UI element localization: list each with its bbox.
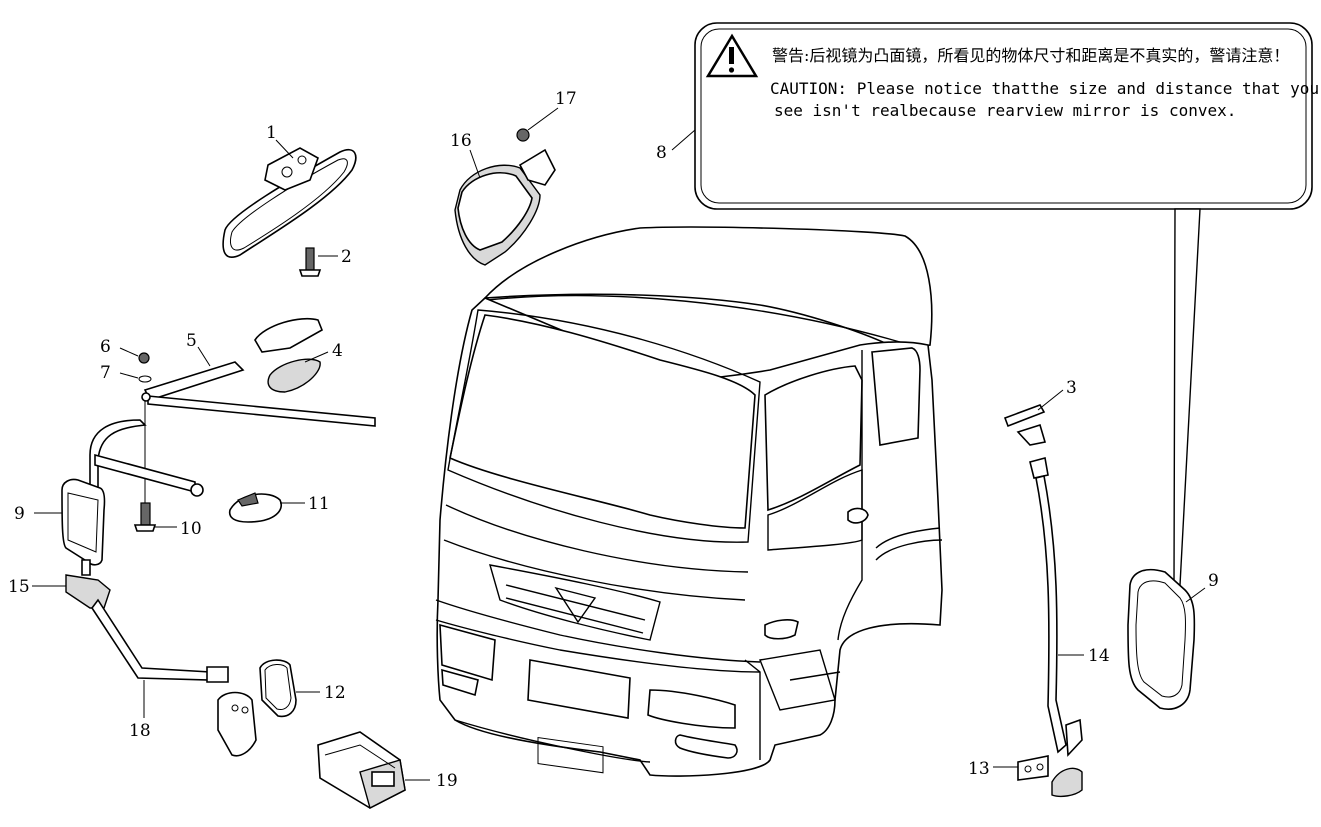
brand-logo-icon: [554, 586, 597, 624]
gasket-12: [259, 659, 297, 718]
warning-english-line2: see isn't realbecause rearview mirror is…: [774, 101, 1236, 120]
cover-11: [228, 492, 282, 523]
callout-6: 6: [100, 337, 111, 357]
mirror-bracket-assembly: [138, 317, 376, 505]
warning-label: 警告:后视镜为凸面镜，所看见的物体尺寸和距离是不真实的，警请注意！ CAUTIO…: [694, 22, 1319, 586]
callout-9-left: 9: [14, 504, 25, 524]
callout-12: 12: [324, 683, 346, 703]
callout-14: 14: [1088, 646, 1110, 666]
callout-17: 17: [555, 89, 577, 109]
callout-1: 1: [266, 123, 277, 143]
callout-10: 10: [180, 519, 202, 539]
callout-16: 16: [450, 131, 472, 151]
callout-15: 15: [8, 577, 30, 597]
truck-cab: [435, 226, 943, 777]
callout-7: 7: [100, 363, 111, 383]
callout-3: 3: [1066, 378, 1077, 398]
wide-angle-mirror: [454, 148, 556, 266]
right-mirror: [1127, 568, 1196, 710]
right-mirror-arm: [1003, 404, 1083, 798]
callout-2: 2: [341, 247, 352, 267]
bolt-10: [133, 502, 157, 532]
callout-labels: 1 2 3 4 5 6 7 8 9 9 10 11 12 13 14 15 16…: [8, 89, 1219, 791]
warning-english-line1: CAUTION: Please notice thatthe size and …: [770, 79, 1319, 98]
left-mirror-assembly: [61, 419, 257, 757]
warning-chinese-text: 警告:后视镜为凸面镜，所看见的物体尺寸和距离是不真实的，警请注意！: [772, 46, 1289, 65]
warning-triangle-icon: [705, 33, 759, 78]
callout-11: 11: [308, 494, 330, 514]
leader-lines: [32, 107, 1206, 781]
nut-17: [516, 128, 530, 142]
callout-8: 8: [656, 143, 667, 163]
callout-18: 18: [129, 721, 151, 741]
switch-19: [317, 731, 406, 810]
callout-9-right: 9: [1208, 571, 1219, 591]
callout-4: 4: [332, 341, 343, 361]
callout-19: 19: [436, 771, 458, 791]
mirror-screw: [298, 247, 322, 277]
interior-rearview-mirror: [222, 147, 357, 258]
callout-5: 5: [186, 331, 197, 351]
callout-13: 13: [968, 759, 990, 779]
